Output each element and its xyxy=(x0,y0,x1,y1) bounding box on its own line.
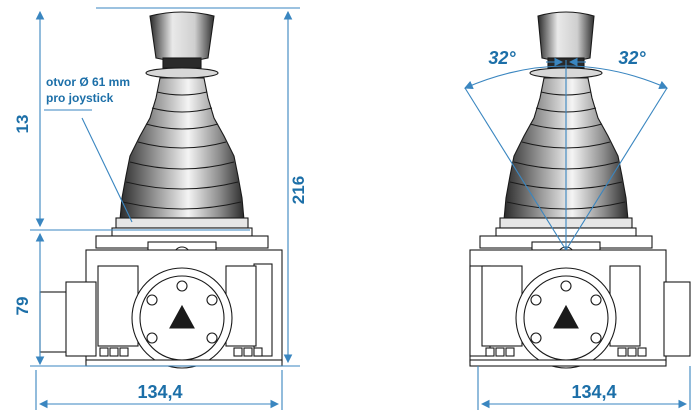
left-handle xyxy=(145,11,219,79)
right-mechanism-base xyxy=(469,227,691,369)
right-dim-width: 134,4 xyxy=(571,382,616,402)
left-dim-height-base: 79 xyxy=(13,297,32,316)
right-joystick-view: 32° 32° 134,4 xyxy=(463,11,691,410)
left-rubber-boot xyxy=(115,77,249,229)
left-note-line1: otvor Ø 61 mm xyxy=(46,75,130,89)
left-dim-height-total: 216 xyxy=(289,176,308,204)
right-angle-dimension xyxy=(463,57,669,251)
left-dim-width: 134,4 xyxy=(137,382,182,402)
right-width-dimension xyxy=(477,366,691,410)
left-joystick-view: 13 216 79 134,4 otvor Ø 61 mm pro joysti… xyxy=(13,7,308,410)
right-angle-right: 32° xyxy=(618,48,646,68)
left-mechanism-base xyxy=(39,227,283,369)
left-dim-height-top: 13 xyxy=(13,115,32,134)
right-angle-left: 32° xyxy=(488,48,516,68)
left-note-line2: pro joystick xyxy=(46,91,114,105)
left-dimensions xyxy=(30,7,300,410)
